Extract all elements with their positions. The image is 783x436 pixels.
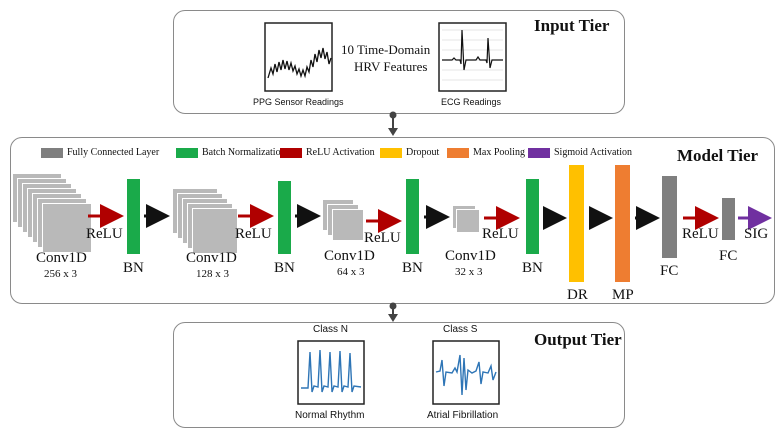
class-s-label: Class S <box>443 324 478 335</box>
relu-label-3: ReLU <box>364 230 401 246</box>
input-tier-box <box>173 10 625 114</box>
afib-caption: Atrial Fibrillation <box>427 410 499 421</box>
relu-label-1: ReLU <box>86 226 123 242</box>
fc-bar-2 <box>722 198 735 240</box>
relu-label-4: ReLU <box>482 226 519 242</box>
bn-label-4: BN <box>522 260 543 276</box>
bn-bar-3 <box>406 179 419 254</box>
bn-label-3: BN <box>402 260 423 276</box>
relu-label-2: ReLU <box>235 226 272 242</box>
bn-label-2: BN <box>274 260 295 276</box>
legend-swatch-maxpool <box>447 148 469 158</box>
legend-swatch-fc <box>41 148 63 158</box>
maxpool-bar <box>615 165 630 282</box>
dropout-bar <box>569 165 584 282</box>
bn-bar-2 <box>278 181 291 254</box>
legend-label-fc: Fully Connected Layer <box>67 147 160 158</box>
legend-label-maxpool: Max Pooling <box>473 147 525 158</box>
output-tier-title: Output Tier <box>534 330 622 349</box>
legend-swatch-bn <box>176 148 198 158</box>
features-line1: 10 Time-Domain <box>341 42 431 57</box>
conv4-dims: 32 x 3 <box>455 266 483 278</box>
bn-bar-1 <box>127 179 140 254</box>
legend-swatch-sigmoid <box>528 148 550 158</box>
conv3-label: Conv1D <box>324 248 375 264</box>
ecg-waveform <box>442 29 503 71</box>
legend-label-dropout: Dropout <box>406 147 440 158</box>
ecg-caption: ECG Readings <box>441 97 502 107</box>
conv1-dims: 256 x 3 <box>44 268 77 280</box>
normal-caption: Normal Rhythm <box>295 410 365 421</box>
dr-label: DR <box>567 287 588 303</box>
conv2-dims: 128 x 3 <box>196 268 229 280</box>
legend-label-sigmoid: Sigmoid Activation <box>554 147 633 158</box>
mp-label: MP <box>612 287 634 303</box>
legend-label-relu: ReLU Activation <box>306 147 375 158</box>
legend-swatch-relu <box>280 148 302 158</box>
fc-label-2: FC <box>719 248 738 264</box>
conv2-label: Conv1D <box>186 250 237 266</box>
legend-label-bn: Batch Normalization <box>202 147 286 158</box>
legend-swatch-dropout <box>380 148 402 158</box>
sig-label: SIG <box>744 226 769 242</box>
class-n-label: Class N <box>313 324 349 335</box>
relu-label-5: ReLU <box>682 226 719 242</box>
ppg-caption: PPG Sensor Readings <box>253 97 344 107</box>
conv3-dims: 64 x 3 <box>337 266 365 278</box>
bn-bar-4 <box>526 179 539 254</box>
model-tier-title: Model Tier <box>677 146 759 165</box>
fc-label-1: FC <box>660 263 679 279</box>
input-tier-title: Input Tier <box>534 16 610 35</box>
afib-waveform <box>435 354 497 396</box>
conv4-label: Conv1D <box>445 248 496 264</box>
normal-rhythm-waveform <box>301 349 362 393</box>
conv1-label: Conv1D <box>36 250 87 266</box>
output-tier-box <box>173 322 625 428</box>
fc-bar-1 <box>662 176 677 258</box>
features-line2: HRV Features <box>354 59 428 74</box>
ppg-waveform <box>267 47 332 79</box>
bn-label-1: BN <box>123 260 144 276</box>
